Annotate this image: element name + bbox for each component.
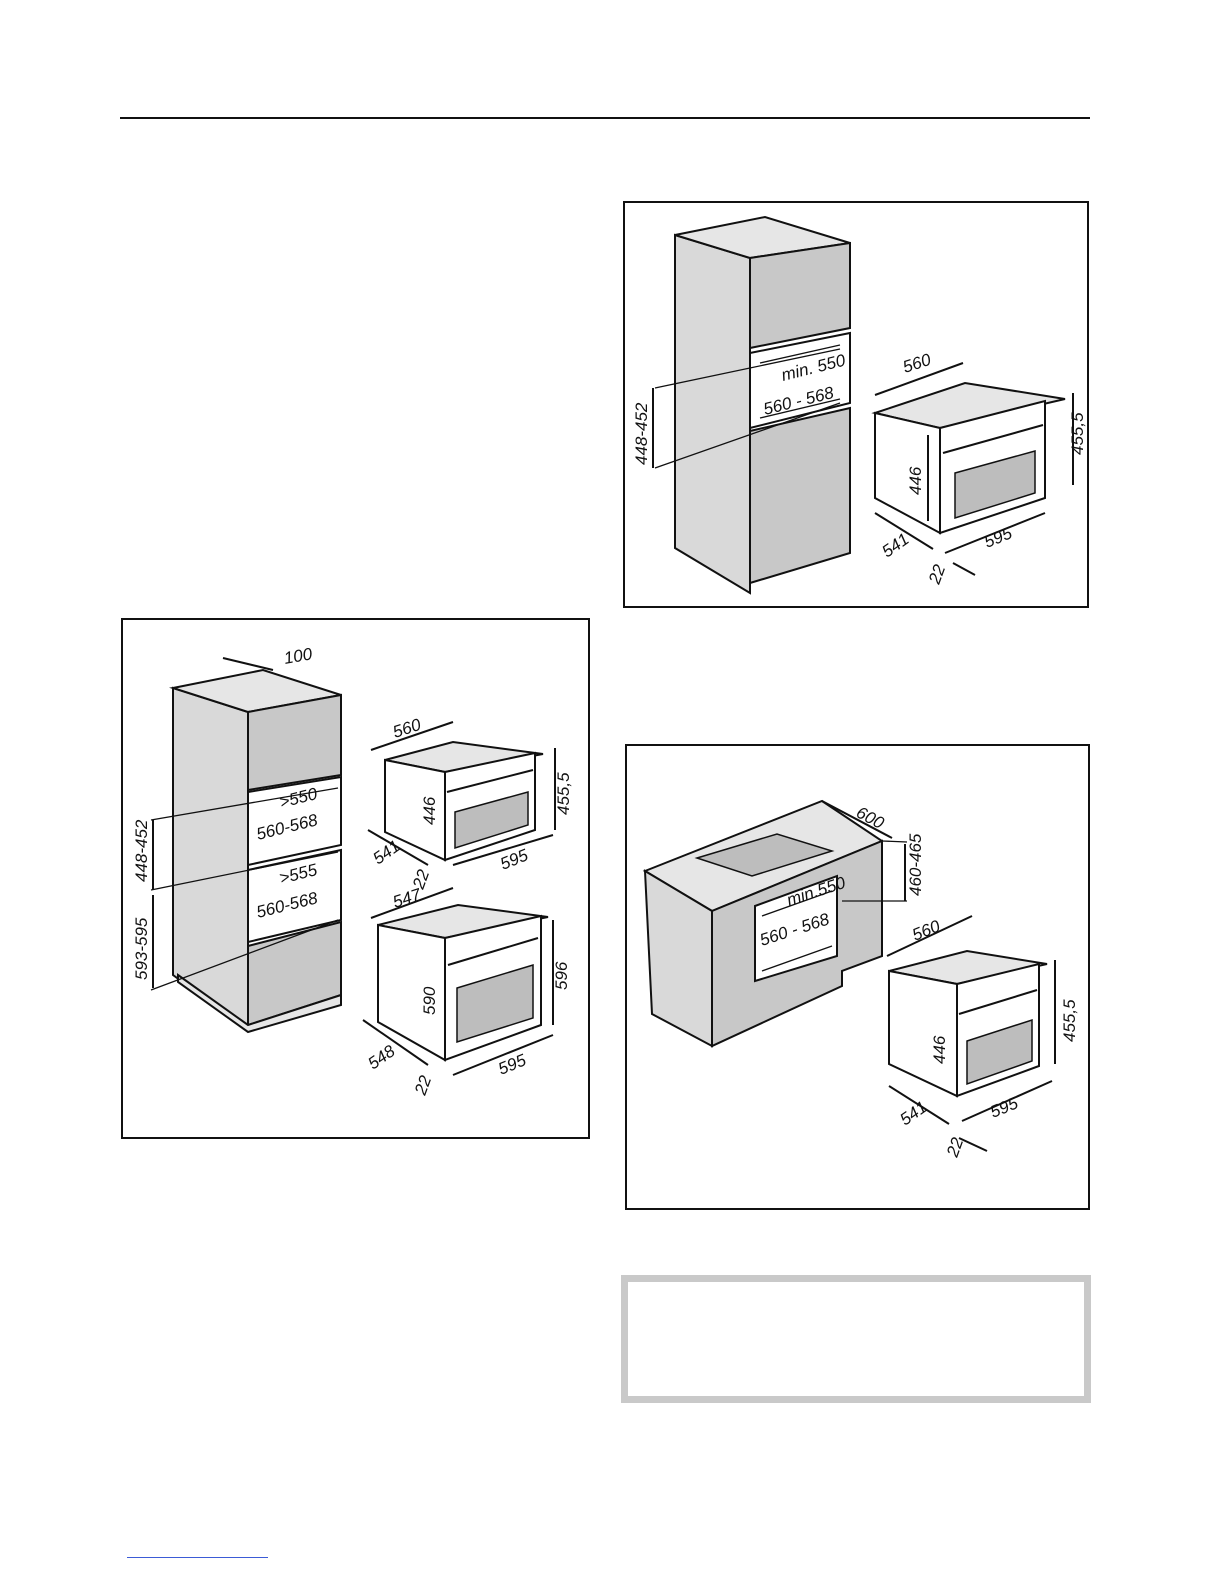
dim-label: 448-452: [132, 819, 151, 882]
dim-label: 460-465: [906, 833, 925, 896]
dim-label: 548: [364, 1041, 399, 1073]
under-counter-drawing: 600 460-465 min.550 560 - 568 560 455,5 …: [627, 746, 1088, 1208]
dim-label: 100: [282, 644, 314, 668]
dim-label: 22: [943, 1135, 968, 1161]
figure-under-counter: 600 460-465 min.550 560 - 568 560 455,5 …: [625, 744, 1090, 1210]
tall-cabinet-drawing: min. 550 560 - 568 448-452 560 455,5 446…: [625, 203, 1087, 606]
dim-label: 595: [495, 1050, 529, 1078]
double-oven-drawing: 100 448-452 593-595 >550 560-568 >555 56…: [123, 620, 588, 1137]
figure-tall-cabinet: min. 550 560 - 568 448-452 560 455,5 446…: [623, 201, 1089, 608]
dim-label: 446: [906, 466, 925, 495]
dim-label: 596: [552, 961, 571, 990]
dim-label: 446: [930, 1035, 949, 1064]
dim-label: 455,5: [1060, 999, 1079, 1042]
dim-label: 22: [925, 562, 950, 588]
footer-link-underline[interactable]: [127, 1557, 268, 1558]
dim-label: 446: [420, 796, 439, 825]
dim-label: 560: [909, 916, 943, 944]
dim-label: 455,5: [554, 772, 573, 815]
dim-label: 593-595: [132, 917, 151, 980]
dim-label: 590: [420, 986, 439, 1015]
figure-double-oven: 100 448-452 593-595 >550 560-568 >555 56…: [121, 618, 590, 1139]
dim-label: 560: [900, 350, 933, 377]
dim-label: 22: [411, 1073, 436, 1099]
dim-label: 560: [390, 715, 423, 742]
dim-label: 448-452: [632, 402, 651, 465]
header-rule: [120, 117, 1090, 119]
dim-label: 541: [896, 1097, 930, 1129]
note-box: [621, 1275, 1091, 1403]
dim-label: 541: [369, 836, 403, 868]
dim-label: 455,5: [1068, 412, 1087, 455]
